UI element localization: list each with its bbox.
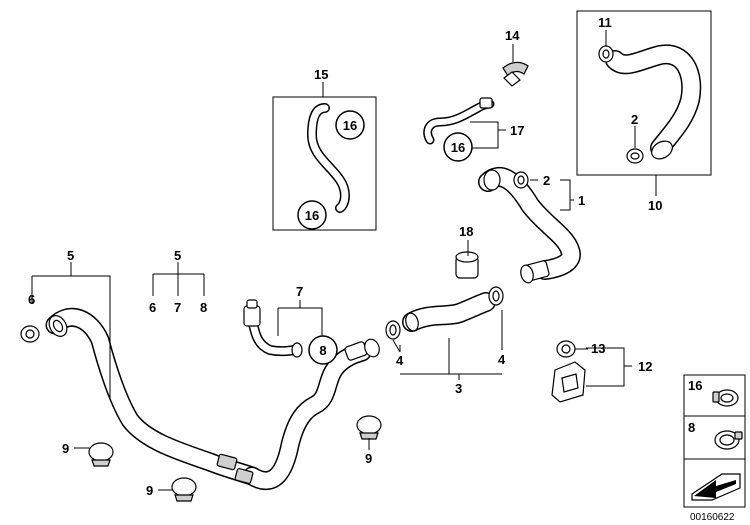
document-number: 00160622	[690, 512, 735, 523]
label-10: 10	[648, 198, 662, 213]
label-12: 12	[638, 359, 652, 374]
label-3: 3	[455, 381, 462, 396]
label-18: 18	[459, 224, 473, 239]
hose-7-valve[interactable]	[243, 299, 261, 327]
legend-item-8: 8	[688, 420, 743, 450]
label-6-left: 6	[28, 292, 35, 307]
circled-label-16-box-bottom: 16	[297, 200, 327, 230]
label-11: 11	[598, 15, 612, 30]
circled-label-16-box-top: 16	[335, 110, 365, 140]
legend-clamp-16-icon	[712, 389, 739, 407]
label-9-lower: 9	[146, 483, 153, 498]
svg-text:8: 8	[319, 343, 326, 358]
clamp-part-2-box[interactable]	[626, 148, 644, 164]
hose-1-end-fitting[interactable]	[519, 260, 550, 284]
hose-5-end-inner	[52, 319, 64, 333]
svg-text:16: 16	[688, 378, 702, 393]
svg-text:16: 16	[343, 118, 357, 133]
label-7-hose: 7	[296, 284, 303, 299]
clamp-part-13[interactable]	[556, 340, 576, 358]
svg-text:16: 16	[451, 140, 465, 155]
clamp-part-2[interactable]	[513, 171, 529, 189]
hose-part-7[interactable]	[247, 313, 300, 357]
clip-part-14[interactable]	[502, 61, 529, 87]
circled-label-8: 8	[308, 335, 338, 365]
leader-lines	[31, 30, 657, 491]
clamp-part-4-left[interactable]	[385, 320, 401, 340]
clamp-lower-1[interactable]	[216, 453, 238, 471]
clamp-lower-2[interactable]	[234, 467, 254, 485]
hose-connector-pipe[interactable]	[242, 342, 372, 490]
clamp-part-4-right[interactable]	[488, 286, 504, 306]
clamp-part-9-mid[interactable]	[356, 415, 382, 440]
svg-text:16: 16	[305, 208, 319, 223]
hose-1-end-top	[483, 169, 501, 191]
circled-label-16-hose-17: 16	[443, 132, 473, 162]
label-6-group: 6	[149, 300, 156, 315]
label-5-group: 5	[174, 248, 181, 263]
bracket-part-12[interactable]	[551, 361, 586, 403]
label-1: 1	[578, 193, 585, 208]
clamp-part-9-lower[interactable]	[171, 477, 197, 502]
label-13: 13	[591, 341, 605, 356]
label-15: 15	[314, 67, 328, 82]
hose-part-10[interactable]	[605, 44, 702, 158]
label-5-left: 5	[67, 248, 74, 263]
clamp-part-11[interactable]	[598, 45, 614, 63]
box-part-10	[576, 10, 712, 176]
clamp-part-6[interactable]	[20, 325, 40, 343]
svg-text:8: 8	[688, 420, 695, 435]
label-2-hose1: 2	[543, 173, 550, 188]
clamp-part-9-upper[interactable]	[88, 442, 114, 467]
label-4-left: 4	[396, 353, 404, 368]
label-2-box10: 2	[631, 112, 638, 127]
hose-part-3[interactable]	[402, 292, 496, 332]
label-9-upper: 9	[62, 441, 69, 456]
cap-part-18[interactable]	[455, 251, 479, 279]
legend-item-16: 16	[688, 378, 739, 407]
hose-17-fitting	[479, 97, 493, 109]
box-part-15	[272, 96, 377, 231]
hose-10-end-fitting[interactable]	[648, 138, 675, 163]
label-8-group: 8	[200, 300, 207, 315]
label-7-group: 7	[174, 300, 181, 315]
label-17: 17	[510, 123, 524, 138]
hose-3-end	[405, 312, 419, 332]
label-4-right: 4	[498, 352, 506, 367]
arrow-icon	[691, 473, 741, 501]
label-14: 14	[505, 28, 520, 43]
label-9-mid: 9	[365, 451, 372, 466]
hose-7-end	[291, 342, 303, 358]
hose-part-5[interactable]	[45, 307, 262, 486]
hose-connector-fitting[interactable]	[344, 337, 381, 361]
legend-clamp-8-icon	[714, 430, 743, 450]
legend-panel: 16 8	[683, 374, 746, 508]
hose-part-15[interactable]	[307, 103, 350, 213]
hose-part-1[interactable]	[478, 167, 581, 280]
